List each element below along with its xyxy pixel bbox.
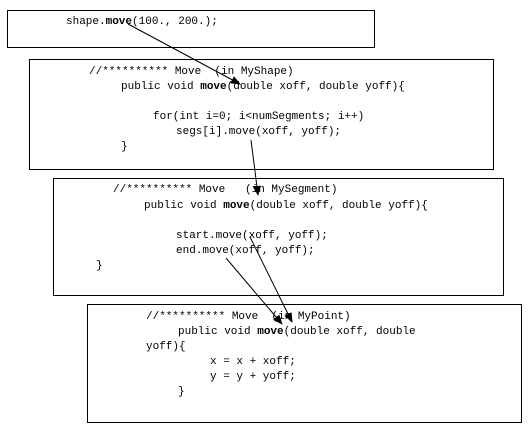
myshape-signature-pre: public void bbox=[121, 81, 201, 93]
myshape-comment: //********** Move (in MyShape) bbox=[89, 66, 294, 78]
mysegment-box bbox=[53, 178, 504, 296]
mypoint-signature: public void move(double xoff, double bbox=[178, 325, 416, 339]
myshape-close-brace: } bbox=[121, 141, 128, 153]
arrow-start-to-mypoint bbox=[249, 236, 293, 323]
call-site-code: shape.move(100., 200.); bbox=[66, 15, 218, 29]
mysegment-signature-post: (double xoff, double yoff){ bbox=[249, 200, 428, 212]
mypoint-signature-continued: yoff){ bbox=[146, 341, 186, 353]
mypoint-y-assignment: y = y + yoff; bbox=[210, 371, 296, 383]
myshape-for-loop: for(int i=0; i<numSegments; i++) bbox=[153, 111, 365, 123]
mypoint-x-assignment: x = x + xoff; bbox=[210, 356, 296, 368]
myshape-box bbox=[29, 59, 494, 170]
myshape-signature: public void move(double xoff, double yof… bbox=[121, 80, 405, 94]
mysegment-move-keyword: move bbox=[223, 200, 250, 212]
mypoint-signature-post: (double xoff, double bbox=[283, 326, 416, 338]
mypoint-close-brace: } bbox=[178, 386, 185, 398]
mysegment-signature: public void move(double xoff, double yof… bbox=[144, 199, 428, 213]
arrow-end-to-mypoint bbox=[225, 257, 283, 325]
arrow-call-to-myshape bbox=[127, 23, 241, 85]
call-site-pre: shape. bbox=[66, 16, 106, 28]
mypoint-box bbox=[87, 304, 522, 423]
mysegment-close-brace: } bbox=[96, 260, 103, 272]
myshape-move-keyword: move bbox=[200, 81, 227, 93]
mypoint-signature-pre: public void bbox=[178, 326, 258, 338]
mysegment-signature-pre: public void bbox=[144, 200, 224, 212]
call-site-move-keyword: move bbox=[105, 16, 133, 28]
mypoint-move-keyword: move bbox=[257, 326, 284, 338]
call-site-box bbox=[7, 10, 375, 48]
mysegment-comment: //********** Move (in MySegment) bbox=[113, 184, 338, 196]
arrow-myshape-to-mysegment bbox=[250, 139, 261, 196]
myshape-segment-call: segs[i].move(xoff, yoff); bbox=[176, 126, 342, 138]
call-site-post: (100., 200.); bbox=[132, 16, 218, 28]
mysegment-end-call: end.move(xoff, yoff); bbox=[176, 245, 315, 257]
mysegment-start-call: start.move(xoff, yoff); bbox=[176, 230, 328, 242]
myshape-signature-post: (double xoff, double yoff){ bbox=[226, 81, 405, 93]
